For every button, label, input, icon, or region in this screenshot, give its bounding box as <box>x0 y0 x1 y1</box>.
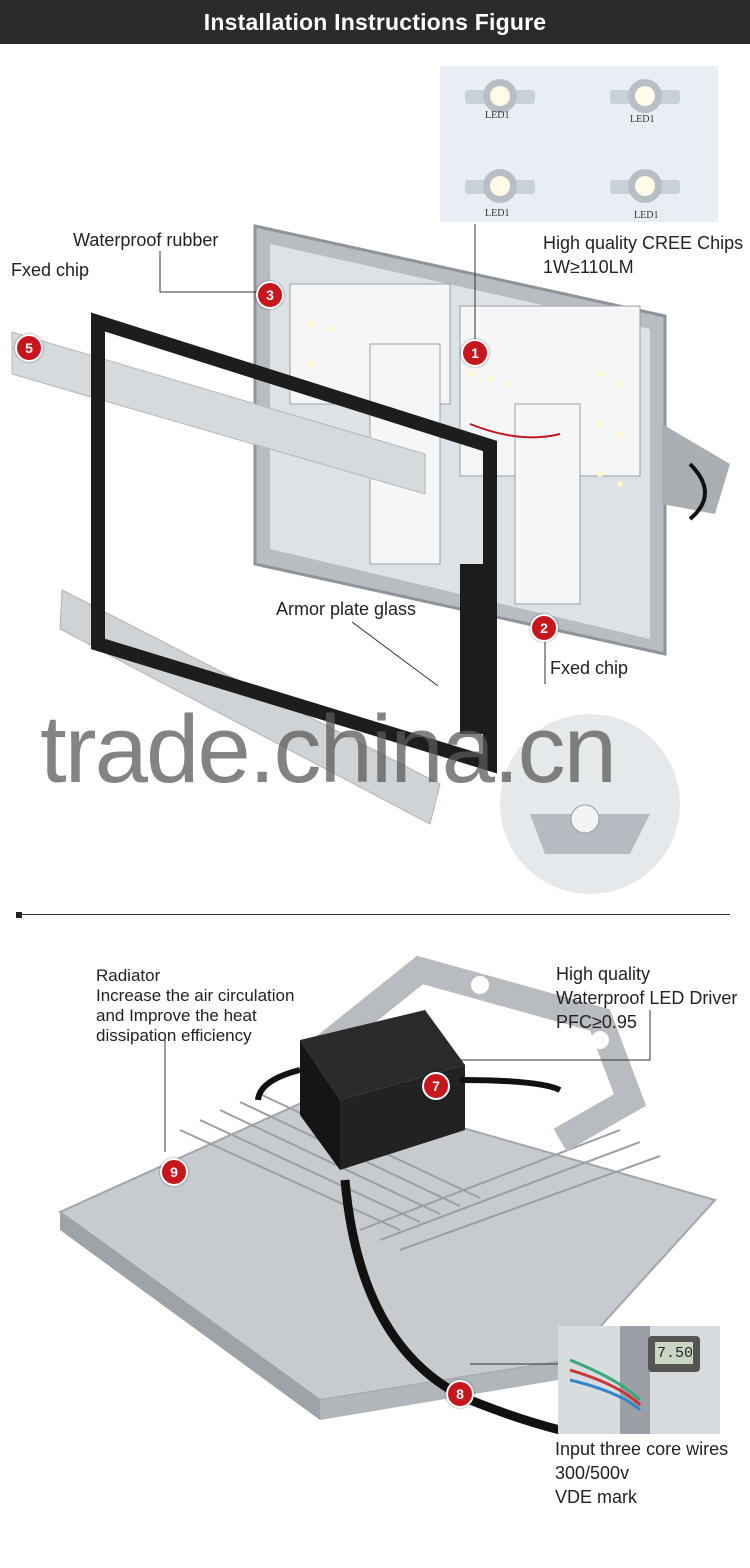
callout-badge: 1 <box>461 339 489 367</box>
wires-spec-line: 300/500v <box>555 1463 630 1483</box>
radiator-desc-line: and Improve the heat <box>96 1006 257 1025</box>
callout-badge: 8 <box>446 1380 474 1408</box>
wires-label: Input three core wires <box>555 1439 729 1459</box>
driver-pfc-line: PFC≥0.95 <box>556 1012 637 1032</box>
radiator-desc-line: Increase the air circulation <box>96 986 295 1005</box>
led-label: LED1 <box>634 210 659 221</box>
radiator-desc-line: dissipation efficiency <box>96 1026 252 1045</box>
caliper-inset-photo <box>558 1326 720 1434</box>
cree-chips-photo <box>440 66 718 222</box>
zoom-detail-circle <box>500 714 680 894</box>
waterproof-rubber-label: Waterproof rubber <box>73 230 219 250</box>
driver-label: High quality <box>556 964 651 984</box>
title-banner: Installation Instructions Figure <box>0 0 750 44</box>
callout-badge: 9 <box>160 1158 188 1186</box>
armor-plate-glass-label: Armor plate glass <box>276 599 417 619</box>
radiator-label: Radiator <box>96 966 161 985</box>
watermark: trade.china.cn <box>40 696 617 803</box>
fixture-rear-illustration <box>58 955 720 1435</box>
section-divider <box>22 914 730 915</box>
cree-chips-label: High quality CREE Chips <box>543 233 744 253</box>
exploded-view-illustration <box>11 66 730 894</box>
driver-desc-line: Waterproof LED Driver <box>556 988 738 1008</box>
callout-badge: 5 <box>15 334 43 362</box>
page-title: Installation Instructions Figure <box>203 8 547 35</box>
led-label: LED1 <box>485 208 510 219</box>
fixed-chip-label: Fxed chip <box>11 260 90 280</box>
caliper-reading: 7.50 <box>657 1345 694 1362</box>
led-label: LED1 <box>485 110 510 121</box>
fixed-chip-bar <box>11 331 426 495</box>
wires-spec-line: VDE mark <box>555 1487 638 1507</box>
cree-chips-spec: 1W≥110LM <box>543 257 634 277</box>
waterproof-rubber-gasket <box>91 312 497 774</box>
callout-badge: 3 <box>256 281 284 309</box>
fixed-chip-label-right: Fxed chip <box>550 658 629 678</box>
divider-marker <box>16 912 22 918</box>
led-label: LED1 <box>630 114 655 125</box>
callout-badge: 2 <box>530 614 558 642</box>
callout-badge: 7 <box>422 1072 450 1100</box>
